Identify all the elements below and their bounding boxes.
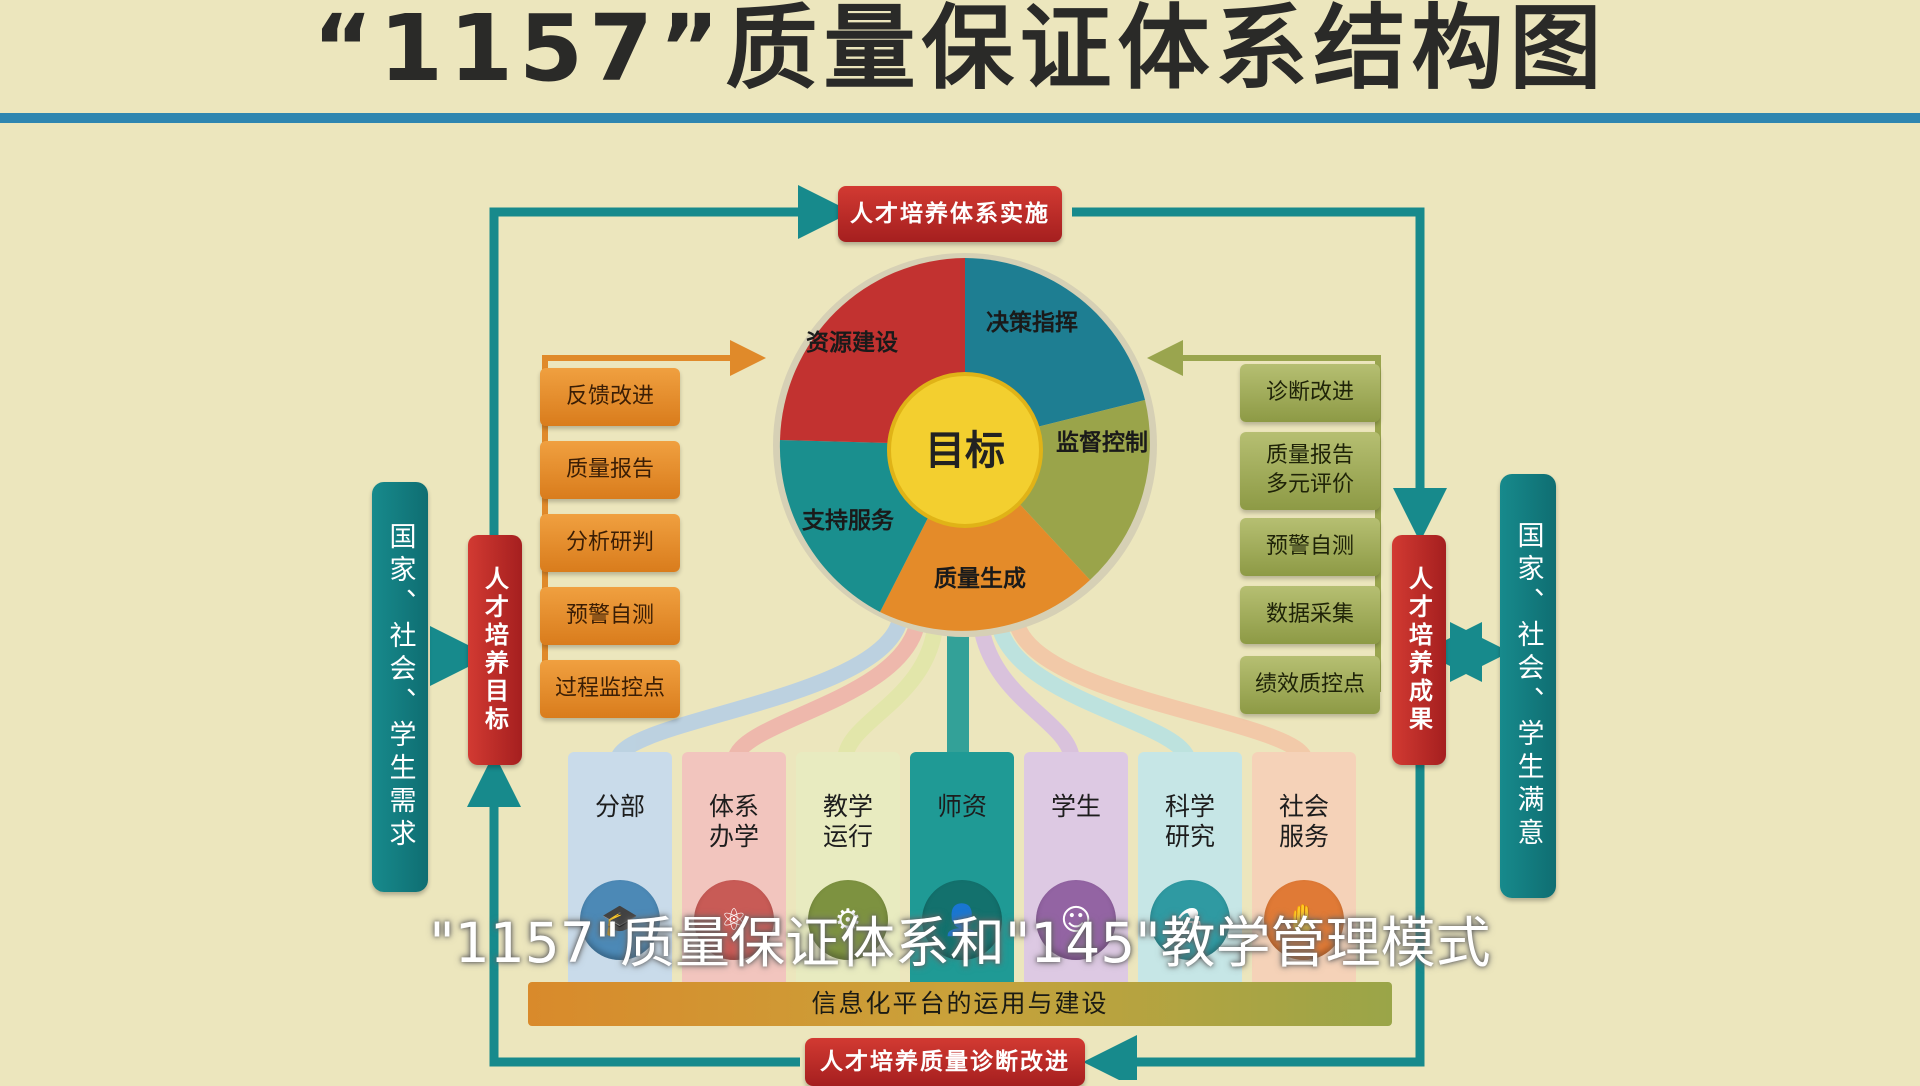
right-tag-report-eval: 质量报告多元评价: [1240, 432, 1380, 510]
column-label: 科学研究: [1164, 792, 1215, 851]
wheel-streams: [610, 617, 1313, 764]
flask-icon: ⚗: [1150, 880, 1230, 960]
graduation-cap-icon: 🎓: [580, 880, 660, 960]
platform-bar: 信息化平台的运用与建设: [528, 982, 1392, 1026]
left-tag-analysis: 分析研判: [540, 514, 680, 572]
right-tag-data-collect: 数据采集: [1240, 586, 1380, 644]
segment-label-resource: 资源建设: [806, 330, 898, 356]
left-tag-quality-report: 质量报告: [540, 441, 680, 499]
page-title: “1157”质量保证体系结构图: [312, 0, 1608, 102]
wheel-core: [887, 372, 1043, 528]
column-teaching: 教学运行 ⚙: [796, 752, 900, 1002]
column-label: 分部: [594, 792, 645, 821]
arrow-right-down: [1072, 207, 1447, 542]
column-label: 教学运行: [822, 792, 873, 851]
column-label: 学生: [1050, 792, 1101, 821]
segment-label-quality-gen: 质量生成: [934, 566, 1026, 592]
right-inner-box: 人才培养成果: [1392, 535, 1446, 765]
atom-icon: ⚛: [694, 880, 774, 960]
left-inner-box: 人才培养目标: [468, 535, 522, 765]
left-tag-feedback: 反馈改进: [540, 368, 680, 426]
arrow-left-up: [489, 185, 852, 535]
top-banner: 人才培养体系实施: [838, 186, 1062, 242]
teacher-icon: 👤: [922, 880, 1002, 960]
right-outer-box: 国家、社会、学生满意: [1500, 474, 1556, 898]
right-tag-warning: 预警自测: [1240, 518, 1380, 576]
column-system: 体系办学 ⚛: [682, 752, 786, 1002]
left-tag-monitor-point: 过程监控点: [540, 660, 680, 718]
segment-label-supervision: 监督控制: [1056, 429, 1148, 456]
column-faculty: 师资 👤: [910, 752, 1014, 1002]
column-label: 社会服务: [1278, 792, 1329, 851]
left-outer-box: 国家、社会、学生需求: [372, 482, 428, 892]
arrow-right-tags: [1147, 340, 1381, 692]
column-label: 体系办学: [708, 792, 759, 851]
bottom-banner: 人才培养质量诊断改进: [805, 1038, 1085, 1086]
arrow-right-bottom: [1083, 760, 1425, 1080]
handshake-icon: ✋: [1264, 880, 1344, 960]
title-divider: [0, 113, 1920, 123]
column-branch: 分部 🎓: [568, 752, 672, 1002]
right-tag-diagnosis: 诊断改进: [1240, 364, 1380, 422]
right-tag-performance: 绩效质控点: [1240, 656, 1380, 714]
segment-label-decision: 决策指挥: [986, 309, 1078, 336]
wheel-core-label: 目标: [925, 428, 1005, 474]
student-icon: ☺: [1036, 880, 1116, 960]
segment-label-support: 支持服务: [801, 508, 895, 534]
left-tag-warning: 预警自测: [540, 587, 680, 645]
column-service: 社会服务 ✋: [1252, 752, 1356, 1002]
quality-wheel: 决策指挥 监督控制 质量生成 支持服务 资源建设 目标: [773, 253, 1157, 637]
video-caption: "1157"质量保证体系和"145"教学管理模式: [429, 911, 1491, 975]
column-research: 科学研究 ⚗: [1138, 752, 1242, 1002]
arrow-left-tags: [542, 340, 766, 692]
column-label: 师资: [936, 792, 987, 821]
column-students: 学生 ☺: [1024, 752, 1128, 1002]
arrow-left-bottom: [467, 753, 800, 1067]
wheel-segment-quality-gen: [880, 445, 1090, 631]
gear-icon: ⚙: [808, 880, 888, 960]
